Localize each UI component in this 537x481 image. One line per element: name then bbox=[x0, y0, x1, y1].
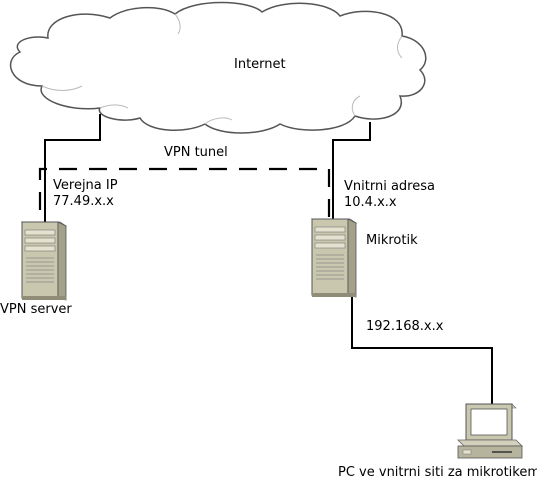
vpn-server-public-ip-title: Verejna IP bbox=[53, 178, 118, 193]
connection-lines bbox=[44, 114, 493, 404]
mikrotik-internal-address-value: 10.4.x.x bbox=[344, 195, 397, 210]
vpn-server-label: VPN server bbox=[0, 302, 72, 317]
vpn-server-icon bbox=[20, 221, 68, 301]
vpn-tunnel: VPN tunel bbox=[38, 145, 331, 300]
pc-workstation-icon bbox=[457, 403, 523, 459]
vpn-server-uplink bbox=[44, 114, 101, 222]
mikrotik-label: Mikrotik bbox=[366, 233, 418, 248]
internet-cloud: Internet bbox=[9, 1, 427, 134]
mikrotik-router-icon bbox=[310, 218, 358, 298]
vpn-tunnel-label: VPN tunel bbox=[164, 145, 228, 160]
mikrotik-internal-address-title: Vnitrni adresa bbox=[344, 179, 435, 194]
pc-label: PC ve vnitrni siti za mikrotikem bbox=[338, 465, 537, 480]
vpn-server-public-ip-value: 77.49.x.x bbox=[53, 194, 114, 209]
mikrotik-uplink bbox=[332, 122, 371, 222]
lan-link bbox=[351, 290, 493, 404]
internet-label: Internet bbox=[234, 57, 286, 72]
lan-subnet-label: 192.168.x.x bbox=[366, 319, 444, 334]
